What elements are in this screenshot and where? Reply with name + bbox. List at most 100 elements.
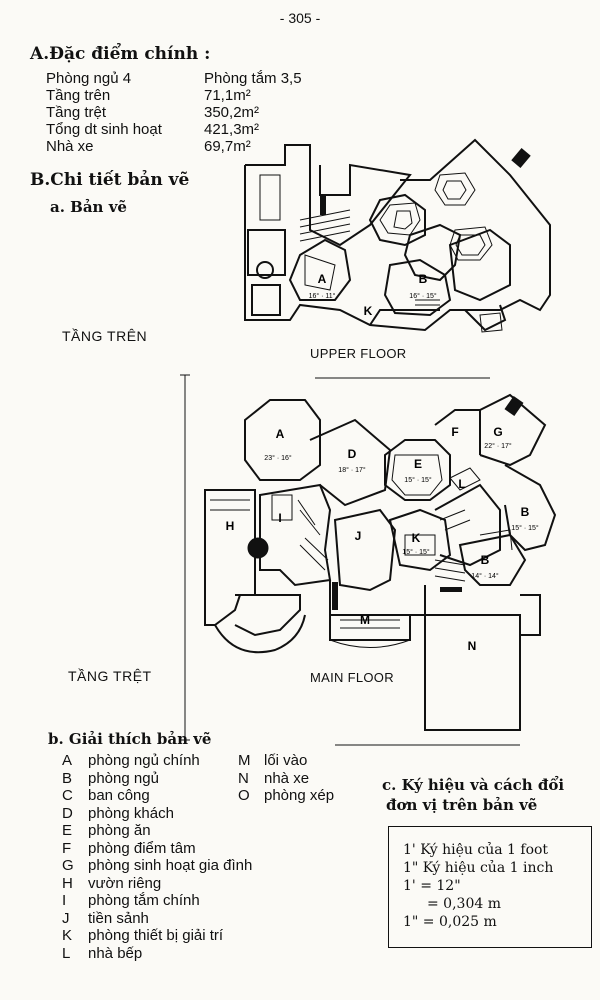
spec-table: Phòng ngủ 4 Phòng tắm 3,5 Tầng trên 71,1m²… [46,70,302,155]
section-b-sub-b: b. Giải thích bản vẽ [48,730,212,748]
main-room-letter: F [451,425,458,439]
spec-value: 71,1m² [204,87,251,104]
legend-text: phòng khách [88,804,174,822]
section-b-sub-a: a. Bản vẽ [50,198,127,216]
upper-wall [245,144,412,247]
legend-code: E [62,822,73,839]
legend-text: vườn riêng [88,874,162,892]
upper-room-dim: 16° · 11° [309,292,336,300]
legend-code: N [238,769,249,787]
legend-code: I [62,892,67,909]
section-b-title: B.Chi tiết bản vẽ [30,170,190,190]
conversion-line: 1' = 12" [403,878,461,894]
section-a-title: A.Đặc điểm chính : [30,44,211,64]
spec-row: Phòng ngủ 4 Phòng tắm 3,5 [46,70,302,87]
section-c-title-2: đơn vị trên bản vẽ [386,796,538,814]
upper-room-letter: A [318,272,327,286]
legend-code: O [238,787,250,804]
spec-value: 69,7m² [204,138,251,155]
spec-label: Phòng ngủ 4 [46,70,132,87]
legend-text: phòng ăn [88,822,151,839]
spec-value: Phòng tắm 3,5 [204,70,302,87]
main-room-letter: N [468,639,477,653]
spec-label: Tổng dt sinh hoạt [46,121,162,138]
legend-code: H [62,874,73,892]
legend-code: K [62,927,73,944]
unit-conversion-box: 1' Ký hiệu của 1 foot 1" Ký hiệu của 1 i… [388,826,592,948]
main-room-dim: 23° · 16° [264,454,292,462]
upper-room-dim: 16° · 15° [409,292,437,300]
legend-text: tiền sảnh [88,909,149,927]
legend-code: L [62,944,71,962]
spec-value: 421,3m² [204,121,260,138]
spec-row: Tầng trên 71,1m² [46,87,302,104]
spec-row: Tầng trệt 350,2m² [46,104,302,121]
upper-floor-label-vi: TẦNG TRÊN [62,328,148,344]
legend-text: phòng tắm chính [88,892,200,909]
legend-code: M [238,752,251,769]
upper-floor-label-en: UPPER FLOOR [310,346,407,361]
legend-text: nhà xe [264,769,310,787]
upper-floor-plan: A B K 16° · 11° 16° · 15° [244,138,551,333]
legend-text: ban công [88,787,150,804]
legend-code: D [62,804,73,822]
spec-row: Tổng dt sinh hoạt 421,3m² [46,121,302,138]
conversion-line: = 0,304 m [427,896,501,912]
main-room-letter: K [412,531,421,545]
upper-room-letter: B [419,272,428,286]
legend-text: phòng ngủ chính [88,752,200,769]
main-room-letter: E [414,457,422,471]
legend-text: phòng ngủ [88,769,159,787]
main-room-dim: 15° · 15° [404,476,432,484]
upper-room-letter: K [364,304,373,318]
conversion-line: 1' Ký hiệu của 1 foot [403,842,549,858]
legend-code: C [62,787,73,804]
main-room-letter: J [355,529,362,543]
legend-text: phòng xép [264,787,335,804]
main-floor-plan: A D E F G H I J K L B B M N 23° · 16° 18… [180,374,557,746]
main-room-letter: M [360,613,370,627]
spec-label: Tầng trệt [46,104,107,121]
spec-value: 350,2m² [204,104,260,121]
conversion-line: 1" = 0,025 m [403,914,497,930]
main-room-letter: A [276,427,285,441]
spec-label: Tầng trên [46,87,111,104]
page-number: - 305 - [279,10,321,26]
legend-text: phòng thiết bị giải trí [88,927,224,944]
main-room-letter: H [226,519,235,533]
main-room-dim: 18° · 17° [338,466,366,474]
main-room-letter: L [458,477,465,491]
legend-code: G [62,857,74,874]
legend-text: nhà bếp [88,944,143,962]
legend-text: phòng điểm tâm [88,839,196,857]
spec-label: Nhà xe [46,138,94,155]
legend-text: lối vào [264,752,308,769]
section-c-title-1: c. Ký hiệu và cách đổi [382,776,565,794]
main-room-letter: I [278,511,281,525]
main-floor-label-en: MAIN FLOOR [310,670,394,685]
main-room-dim: 15° · 15° [511,524,539,532]
main-room-letter: B [521,505,530,519]
legend-code: B [62,769,73,787]
main-room-letter: D [348,447,357,461]
legend-text: phòng sinh hoạt gia đình [88,857,253,874]
main-room-dim: 22° · 17° [484,442,512,450]
main-room-dim: 14° · 14° [471,572,499,580]
legend-code: F [62,839,72,857]
